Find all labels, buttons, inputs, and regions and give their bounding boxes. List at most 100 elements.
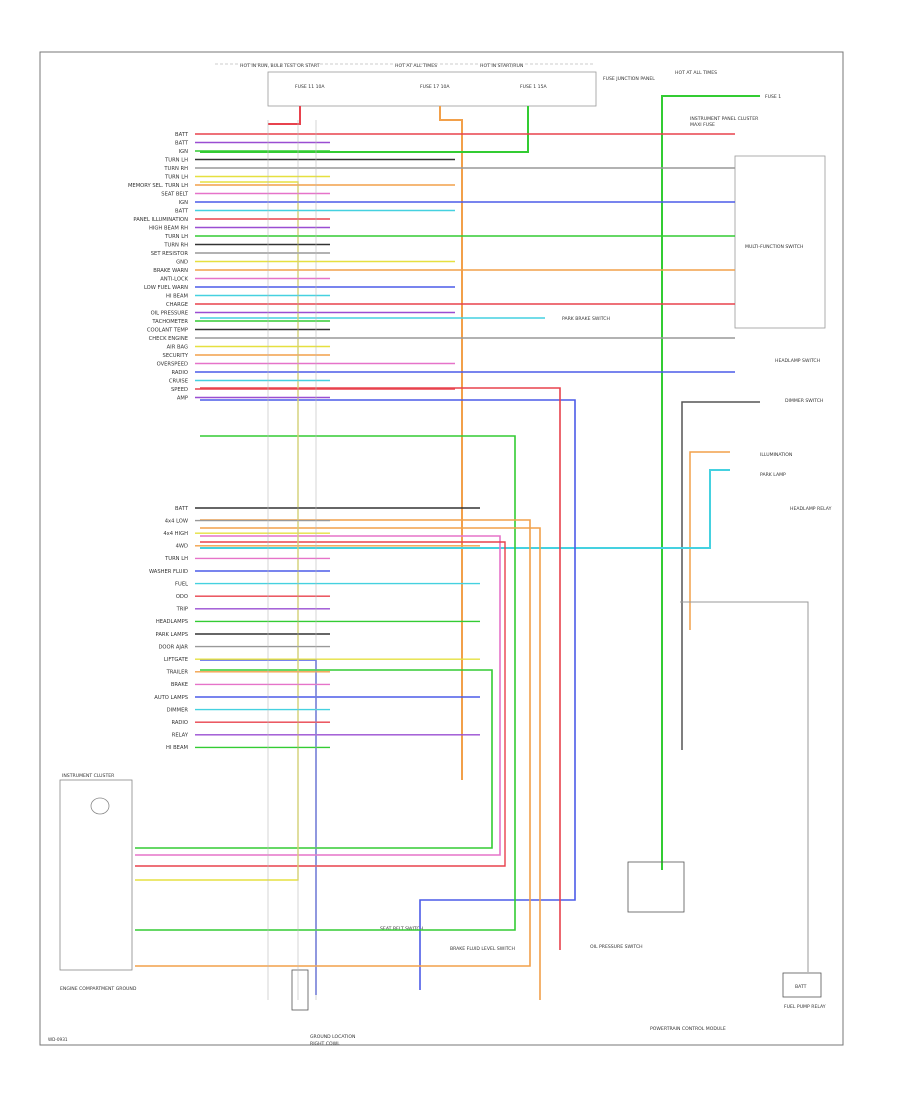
fuel-pump-relay-box <box>782 972 822 998</box>
cluster-lamp-icon <box>90 797 110 815</box>
left-label-15: SET RESISTOR <box>151 251 189 257</box>
bottom-gray-feed <box>680 601 809 972</box>
top-header: HOT IN RUN, BULB TEST OR START <box>240 63 320 69</box>
left-label-26: AIR BAG <box>167 344 188 350</box>
right-orange-feed <box>689 451 730 630</box>
bottom-pink-feed <box>135 535 501 856</box>
cluster-label: INSTRUMENT PANEL CLUSTER <box>690 116 759 122</box>
bottom-orange-feed-2 <box>200 527 541 1000</box>
left-label-8: SEAT BELT <box>161 191 189 197</box>
left-label-1: BATT <box>175 132 189 138</box>
fuel-pump-relay-caption: FUEL PUMP RELAY <box>784 1004 826 1010</box>
right-top-note: HOT AT ALL TIMES <box>675 70 717 76</box>
instrument-cluster-panel <box>59 779 133 971</box>
oil-pressure-switch-label: OIL PRESSURE SWITCH <box>590 944 643 950</box>
pcm-box <box>627 861 685 913</box>
fuse-junction-box <box>267 71 597 107</box>
left-label-4: TURN LH <box>164 157 188 163</box>
left-label-b-11: PARK LAMPS <box>156 632 188 638</box>
bottom-green-feed-2 <box>135 435 516 931</box>
top-header-2: HOT AT ALL TIMES <box>395 63 437 69</box>
left-label-b-4: 4WD <box>176 544 188 550</box>
left-label-b-13: LIFTGATE <box>164 657 188 663</box>
left-label-b-2: 4x4 LOW <box>165 518 188 524</box>
headlamp-switch-label: HEADLAMP SWITCH <box>775 358 820 364</box>
left-label-b-15: BRAKE <box>171 682 188 688</box>
left-label-b-12: DOOR AJAR <box>158 644 188 650</box>
ground-location-label: GROUND LOCATION <box>310 1034 355 1040</box>
right-green-feed <box>661 95 760 870</box>
left-label-b-1: BATT <box>175 506 189 512</box>
left-label-3: IGN <box>179 149 189 155</box>
brake-fluid-switch-label: BRAKE FLUID LEVEL SWITCH <box>450 946 515 952</box>
ground-sub-label: RIGHT COWL <box>310 1041 340 1047</box>
left-label-13: TURN LH <box>164 234 188 240</box>
top-header-3: HOT IN START/RUN <box>480 63 523 69</box>
right-top-fuse: FUSE 1 <box>765 94 781 100</box>
left-label-29: RADIO <box>171 370 188 376</box>
diagram-border <box>39 51 844 1046</box>
left-label-21: CHARGE <box>166 302 188 308</box>
park-brake-label: PARK BRAKE SWITCH <box>562 316 610 322</box>
left-label-column: BATT BATT IGN TURN LH TURN RH TURN LH MEMORY S… <box>128 132 189 751</box>
bottom-green-feed-1 <box>135 669 493 849</box>
right-black-feed <box>681 401 760 750</box>
left-label-17: BRAKE WARN <box>153 268 188 274</box>
ground-connector <box>291 969 309 1011</box>
left-label-19: LOW FUEL WARN <box>144 285 188 291</box>
park-lamp-label: PARK LAMP <box>760 472 786 478</box>
left-label-24: COOLANT TEMP <box>147 327 188 333</box>
left-label-27: SECURITY <box>163 353 189 359</box>
left-label-14: TURN RH <box>163 242 188 248</box>
footer-code: WD-0931 <box>48 1037 68 1042</box>
left-label-10: BATT <box>175 208 189 214</box>
left-label-b-16: AUTO LAMPS <box>154 695 188 701</box>
left-label-5: TURN RH <box>163 166 188 172</box>
left-label-b-6: WASHER FLUID <box>149 569 188 575</box>
harness-lines <box>195 120 735 1000</box>
left-label-b-9: TRIP <box>176 607 188 613</box>
left-label-18: ANTI-LOCK <box>160 276 188 282</box>
fuse-wire-3 <box>200 106 529 153</box>
left-label-b-17: DIMMER <box>167 707 189 713</box>
left-label-28: OVERSPEED <box>157 361 188 367</box>
fuse-mid-label: FUSE 17 10A <box>420 84 450 90</box>
left-label-12: HIGH BEAM RH <box>149 225 188 231</box>
left-label-31: SPEED <box>171 387 188 393</box>
left-label-b-18: RADIO <box>171 720 188 726</box>
fuse-right-label: FUSE 1 15A <box>520 84 548 90</box>
left-label-b-3: 4x4 HIGH <box>163 531 188 537</box>
left-label-b-20: HI BEAM <box>166 745 188 751</box>
bottom-red-feed-2 <box>135 541 506 867</box>
fuse-wire-1 <box>268 106 301 125</box>
multifunction-switch <box>734 155 826 329</box>
left-label-32: AMP <box>177 395 188 401</box>
left-label-30: CRUISE <box>169 378 188 384</box>
fuse-left-label: FUSE 11 10A <box>295 84 325 90</box>
left-label-20: HI BEAM <box>166 293 188 299</box>
left-label-25: CHECK ENGINE <box>149 336 188 342</box>
bottom-red-feed <box>200 387 561 950</box>
left-label-16: GND <box>176 259 188 265</box>
left-label-b-5: TURN LH <box>164 556 188 562</box>
bottom-orange-feed-1 <box>135 519 531 967</box>
left-label-7: MEMORY SEL. TURN LH <box>128 183 188 189</box>
fuel-pump-relay-box-label: BATT <box>795 984 807 990</box>
right-maxi-fuse: MAXI FUSE <box>690 122 715 128</box>
instrument-cluster-title: INSTRUMENT CLUSTER <box>62 773 115 779</box>
left-label-b-19: RELAY <box>172 733 189 739</box>
multifunction-switch-label: MULTI-FUNCTION SWITCH <box>745 244 803 250</box>
fuse-block-label: FUSE JUNCTION PANEL <box>603 76 655 82</box>
left-label-23: TACHOMETER <box>151 319 188 325</box>
pcm-label: POWERTRAIN CONTROL MODULE <box>650 1026 726 1032</box>
left-label-b-14: TRAILER <box>166 670 189 676</box>
fuse-wire-2 <box>439 106 463 780</box>
left-label-b-7: FUEL <box>175 581 188 587</box>
left-label-2: BATT <box>175 140 189 146</box>
left-label-b-10: HEADLAMPS <box>156 619 188 625</box>
dimmer-switch-label: DIMMER SWITCH <box>785 398 823 404</box>
seat-belt-switch-label: SEAT BELT SWITCH <box>380 926 423 932</box>
ground-label-left: ENGINE COMPARTMENT GROUND <box>60 986 137 992</box>
headlamp-relay-label: HEADLAMP RELAY <box>790 506 832 512</box>
